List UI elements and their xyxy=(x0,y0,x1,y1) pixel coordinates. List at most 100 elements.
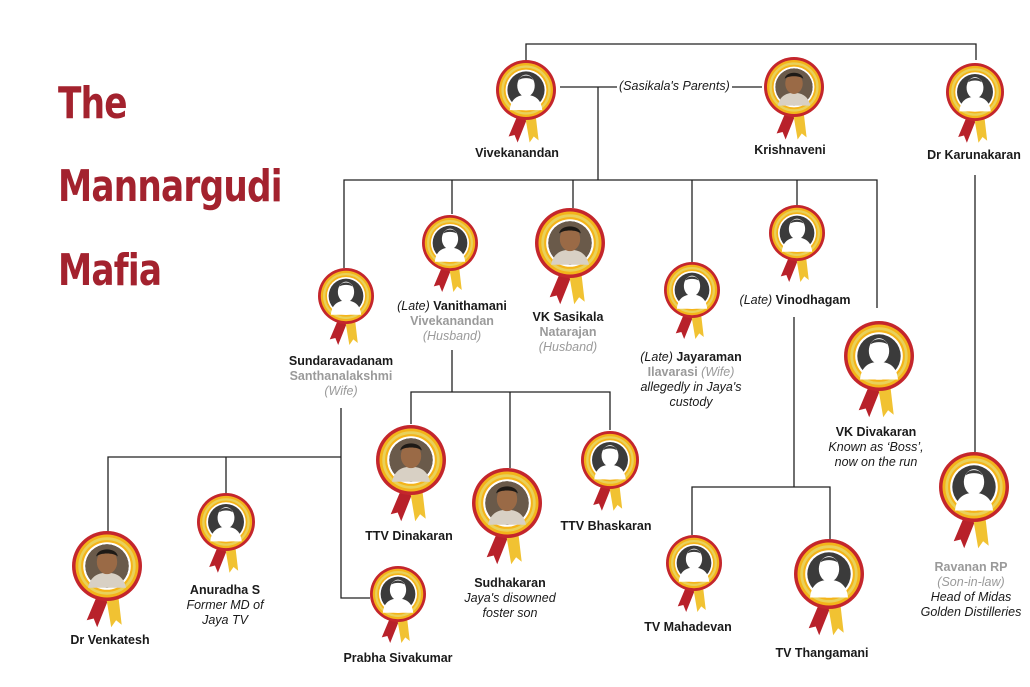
note-line-1: Jaya's disowned xyxy=(464,591,556,605)
person-name: Dr Karunakaran xyxy=(927,148,1021,162)
medal-krishnaveni xyxy=(764,57,824,140)
prefix-late: (Late) xyxy=(640,350,673,364)
person-name: Krishnaveni xyxy=(754,143,826,157)
note-line-2: custody xyxy=(669,395,713,409)
label-divakaran: VK Divakaran Known as ‘Boss’, now on the… xyxy=(828,425,923,470)
note-line-2: foster son xyxy=(482,606,538,620)
spouse-name: Santhanalakshmi xyxy=(289,369,393,383)
person-name: TTV Bhaskaran xyxy=(560,519,652,533)
medal-ring xyxy=(541,214,599,272)
medal-sundaravadanam xyxy=(318,268,374,345)
prefix-late: (Late) xyxy=(739,293,773,307)
spouse-role: (Wife) xyxy=(324,384,358,398)
note-line-1: Head of Midas xyxy=(930,590,1012,604)
label-vanithamani: (Late) Vanithamani Vivekanandan (Husband… xyxy=(397,299,507,344)
medal-divakaran xyxy=(844,321,914,418)
medal-ring xyxy=(375,571,421,617)
medal-vivekanandan xyxy=(496,60,556,143)
title-line-3: Mafia xyxy=(58,245,162,296)
note-line-1: Known as ‘Boss’, xyxy=(828,440,924,454)
medal-ring xyxy=(774,210,820,256)
medal-sasikala xyxy=(535,208,605,305)
portrait-photo-icon xyxy=(548,221,592,265)
label-sundaravadanam: Sundaravadanam Santhanalakshmi (Wife) xyxy=(289,354,393,399)
label-karunakaran: Dr Karunakaran xyxy=(927,148,1021,163)
medal-dinakaran xyxy=(376,425,446,522)
medal-ring xyxy=(78,537,136,595)
person-name: Anuradha S xyxy=(189,583,261,597)
note-line-2: Golden Distilleries xyxy=(920,605,1022,619)
person-name: Dr Venkatesh xyxy=(70,633,150,647)
medal-vanithamani xyxy=(422,215,478,292)
parents-label: (Sasikala's Parents) xyxy=(617,79,732,93)
medal-ring xyxy=(800,545,858,603)
note-line-2: now on the run xyxy=(834,455,918,469)
medal-anuradha xyxy=(197,493,255,573)
person-name: TV Thangamani xyxy=(775,646,869,660)
relation-role: (Son-in-law) xyxy=(937,575,1005,589)
person-name: Vanithamani xyxy=(433,299,507,313)
person-name: Vinodhagam xyxy=(775,293,851,307)
medal-thangamani xyxy=(794,539,864,636)
medal-ring xyxy=(478,474,536,532)
label-krishnaveni: Krishnaveni xyxy=(754,143,826,158)
portrait-photo-icon xyxy=(85,544,129,588)
person-name: VK Sasikala xyxy=(532,310,604,324)
label-thangamani: TV Thangamani xyxy=(775,646,868,661)
label-mahadevan: TV Mahadevan xyxy=(644,620,732,635)
note-line-1: allegedly in Jaya's xyxy=(640,380,742,394)
medal-jayaraman xyxy=(664,262,720,339)
medal-ring xyxy=(669,267,715,313)
medal-ring xyxy=(202,498,250,546)
label-venkatesh: Dr Venkatesh xyxy=(70,633,149,648)
label-sasikala: VK Sasikala Natarajan (Husband) xyxy=(533,310,604,355)
spouse-name: Vivekanandan xyxy=(410,314,494,328)
title-line-2: Mannargudi xyxy=(58,161,283,212)
person-name: TTV Dinakaran xyxy=(365,529,453,543)
spouse-name: Ilavarasi xyxy=(647,365,698,379)
label-sudhakaran: Sudhakaran Jaya's disowned foster son xyxy=(464,576,555,621)
medal-ring xyxy=(769,62,819,112)
spouse-role: (Husband) xyxy=(538,340,598,354)
medal-ravanan xyxy=(939,452,1009,549)
medal-bhaskaran xyxy=(581,431,639,511)
label-bhaskaran: TTV Bhaskaran xyxy=(560,519,651,534)
medal-vinodhagam xyxy=(769,205,825,282)
medal-group xyxy=(72,57,1009,643)
label-ravanan: Ravanan RP (Son-in-law) Head of Midas Go… xyxy=(921,560,1022,620)
medal-ring xyxy=(427,220,473,266)
note-line-1: Former MD of xyxy=(186,598,264,612)
person-name: Prabha Sivakumar xyxy=(343,651,453,665)
note-line-2: Jaya TV xyxy=(202,613,248,627)
prefix-late: (Late) xyxy=(397,299,430,313)
medal-ring xyxy=(323,273,369,319)
label-anuradha: Anuradha S Former MD of Jaya TV xyxy=(186,583,263,628)
label-prabha: Prabha Sivakumar xyxy=(343,651,452,666)
person-name: Jayaraman xyxy=(676,350,742,364)
medal-venkatesh xyxy=(72,531,142,628)
person-name: TV Mahadevan xyxy=(644,620,732,634)
portrait-photo-icon xyxy=(389,438,433,482)
person-name: Sudhakaran xyxy=(474,576,546,590)
portrait-photo-icon xyxy=(775,68,813,106)
label-vinodhagam: (Late) Vinodhagam xyxy=(740,293,851,308)
spouse-role: (Wife) xyxy=(701,365,735,379)
spouse-role: (Husband) xyxy=(422,329,482,343)
label-vivekanandan: Vivekanandan xyxy=(475,146,559,161)
person-name: Ravanan RP xyxy=(934,560,1008,574)
medal-ring xyxy=(382,431,440,489)
portrait-photo-icon xyxy=(485,481,529,525)
medal-prabha xyxy=(370,566,426,643)
medal-karunakaran xyxy=(946,63,1004,143)
medal-ring xyxy=(850,327,908,385)
person-name: Sundaravadanam xyxy=(288,354,394,368)
medal-ring xyxy=(501,65,551,115)
title-line-1: The xyxy=(58,78,128,129)
medal-ring xyxy=(586,436,634,484)
medal-ring xyxy=(671,540,717,586)
label-jayaraman: (Late) Jayaraman Ilavarasi (Wife) allege… xyxy=(640,350,741,410)
connector-lines xyxy=(107,43,977,599)
person-name: Vivekanandan xyxy=(475,146,559,160)
medal-sudhakaran xyxy=(472,468,542,565)
